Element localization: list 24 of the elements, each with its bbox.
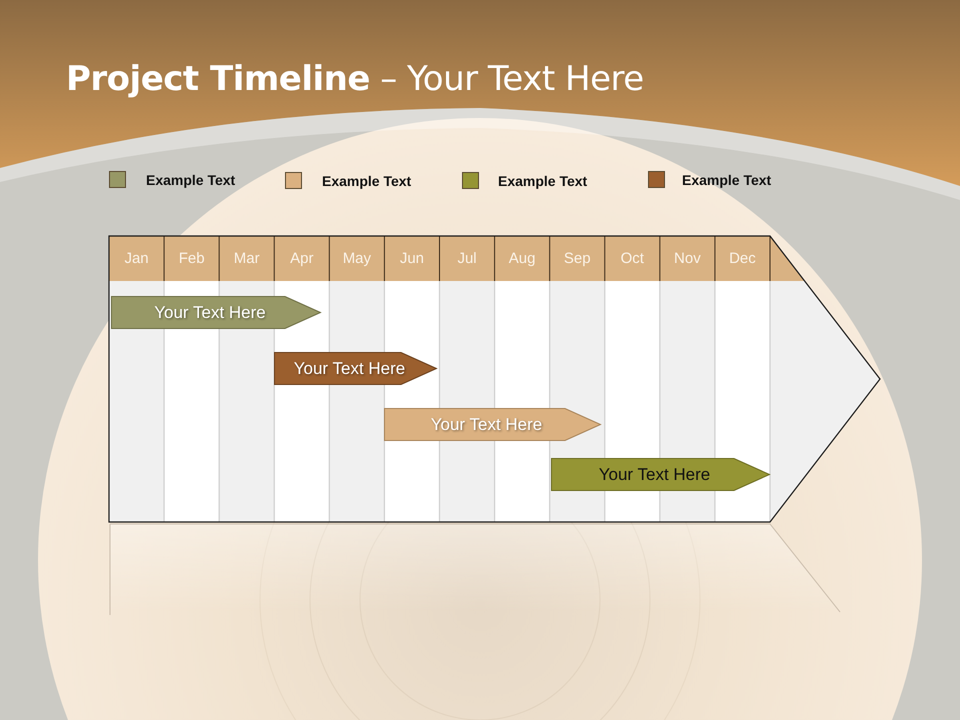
month-label: Jan [123, 250, 150, 268]
month-label: Jul [456, 250, 478, 268]
legend-label: Example Text [498, 172, 588, 190]
month-label: Oct [620, 250, 645, 268]
month-label: Sep [562, 250, 592, 268]
timeline-bar [384, 408, 601, 441]
month-label: Aug [508, 250, 536, 268]
legend-label: Example Text [682, 171, 772, 189]
month-label: May [342, 250, 372, 268]
legend-label: Example Text [322, 172, 412, 190]
month-label: Nov [673, 250, 702, 268]
bar-label: Your Text Here [430, 414, 544, 436]
timeline-bar [111, 296, 321, 329]
bar-label: Your Text Here [292, 358, 406, 380]
month-label: Apr [289, 250, 314, 268]
timeline-bar [551, 458, 770, 491]
bar-label: Your Text Here [598, 464, 712, 486]
month-label: Feb [178, 250, 206, 268]
bar-label: Your Text Here [153, 302, 267, 324]
slide-title: Project Timeline – Your Text Here [66, 58, 644, 100]
month-label: Mar [232, 250, 261, 268]
legend-label: Example Text [146, 171, 236, 189]
month-label: Dec [728, 250, 757, 268]
month-label: Jun [398, 250, 426, 268]
